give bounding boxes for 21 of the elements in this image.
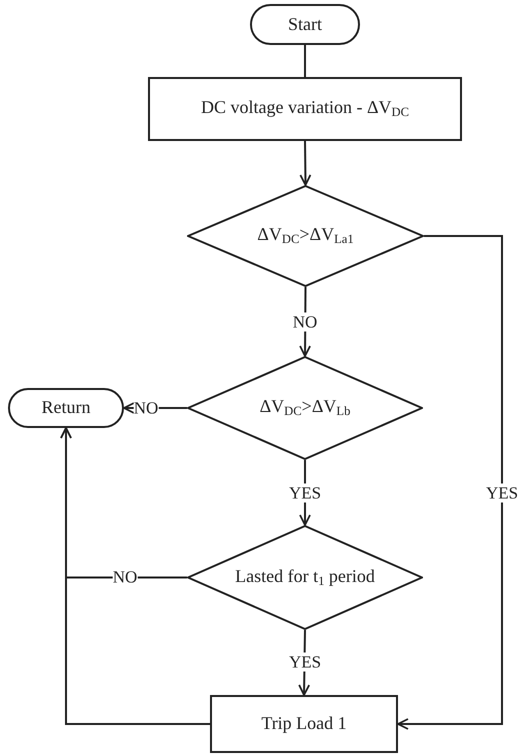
decision-diamond	[187, 525, 423, 630]
terminal-label: Return	[42, 398, 90, 418]
edge-label: YES	[486, 484, 518, 502]
process-label: DC voltage variation - ΔV$_{DC}$	[200, 98, 410, 120]
decision-diamond	[187, 356, 423, 460]
arrow	[60, 427, 210, 725]
process-box	[210, 695, 398, 753]
edge-label: YES	[288, 484, 322, 502]
condition-text: ΔV$_{DC}$>ΔV$_{Lb}$	[260, 397, 350, 419]
condition-text: ΔV$_{DC}$>ΔV$_{La1}$	[257, 225, 354, 247]
process-label: Trip Load 1	[261, 714, 347, 734]
arrow	[299, 140, 312, 186]
decision-diamond	[187, 185, 424, 287]
edge-label: NO	[292, 312, 318, 332]
edge-label: YES	[288, 652, 322, 672]
terminal-box	[8, 388, 124, 428]
terminal-label: Start	[288, 14, 322, 34]
arrow	[397, 235, 503, 730]
process-box	[148, 77, 462, 141]
condition-text: Lasted for t$_{1}$ period	[235, 566, 375, 588]
terminal-box	[250, 4, 360, 45]
